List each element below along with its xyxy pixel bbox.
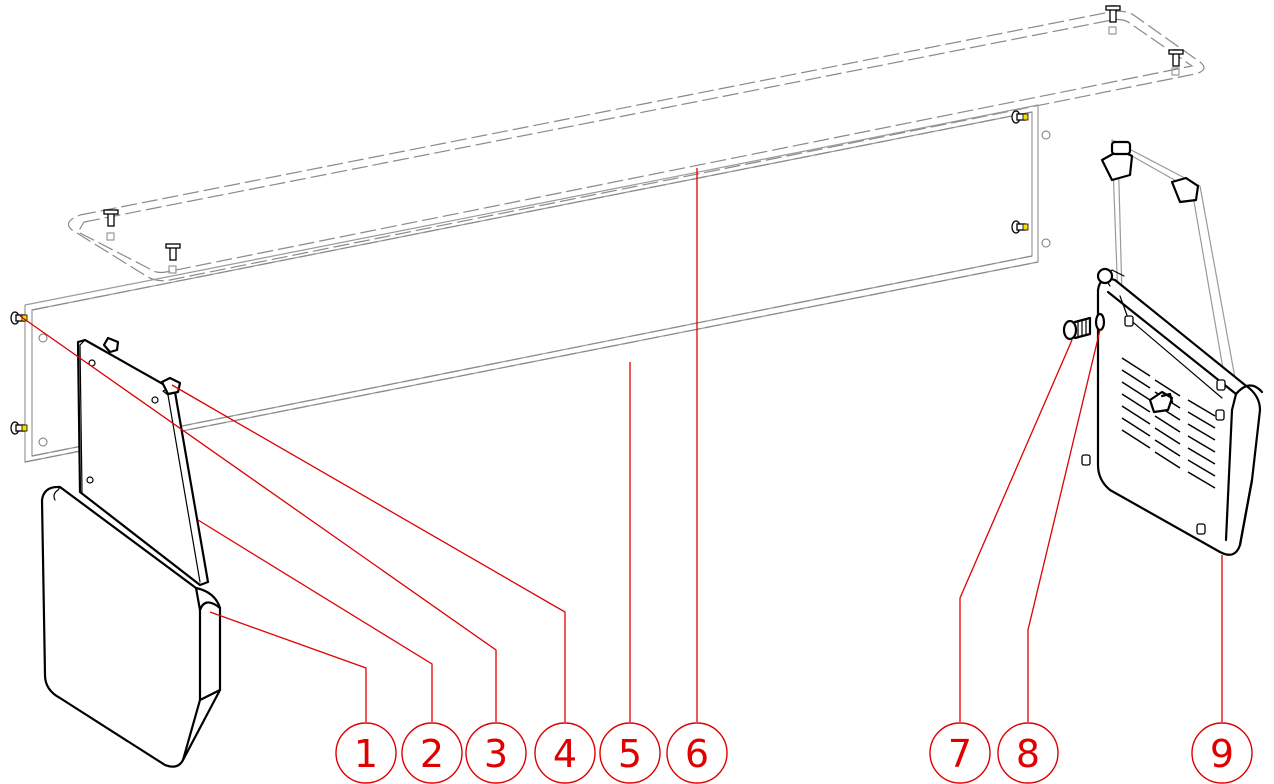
vent-slots bbox=[1121, 357, 1216, 489]
right-side-plate-part-9 bbox=[1081, 139, 1264, 556]
back-panel-part-5 bbox=[10, 104, 1051, 463]
balloon-6: 6 bbox=[666, 722, 728, 784]
balloon-2-label: 2 bbox=[420, 732, 444, 776]
thumb-screw-part-7 bbox=[1062, 316, 1092, 341]
balloon-3: 3 bbox=[465, 722, 527, 784]
balloon-4: 4 bbox=[534, 722, 596, 784]
shelf-screw bbox=[103, 209, 119, 241]
left-side-bracket-part-2 bbox=[76, 336, 210, 587]
top-shelf-part-6 bbox=[67, 5, 1205, 282]
shelf-screw bbox=[1168, 49, 1184, 76]
balloon-1: 1 bbox=[335, 722, 397, 784]
shelf-screw bbox=[1105, 5, 1121, 35]
left-end-cap-part-1 bbox=[40, 485, 222, 768]
balloon-9: 9 bbox=[1191, 722, 1253, 784]
balloon-6-label: 6 bbox=[685, 732, 709, 776]
shelf-screw bbox=[165, 243, 181, 274]
balloon-7-label: 7 bbox=[948, 732, 972, 776]
plate-screw bbox=[1081, 315, 1226, 535]
balloon-9-label: 9 bbox=[1210, 732, 1234, 776]
balloon-8: 8 bbox=[997, 722, 1059, 784]
balloon-4-label: 4 bbox=[553, 732, 577, 776]
panel-screw bbox=[1011, 110, 1029, 124]
balloon-3-label: 3 bbox=[484, 732, 508, 776]
washer-part-8 bbox=[1094, 312, 1106, 332]
leader-lines bbox=[19, 168, 1223, 722]
bracket-hinge bbox=[1100, 140, 1200, 204]
panel-screw bbox=[1011, 220, 1029, 234]
balloon-5-label: 5 bbox=[618, 732, 642, 776]
balloon-1-label: 1 bbox=[354, 732, 378, 776]
panel-screw bbox=[10, 421, 28, 435]
balloon-5: 5 bbox=[599, 722, 661, 784]
balloon-2: 2 bbox=[401, 722, 463, 784]
balloon-7: 7 bbox=[929, 722, 991, 784]
balloon-8-label: 8 bbox=[1016, 732, 1040, 776]
